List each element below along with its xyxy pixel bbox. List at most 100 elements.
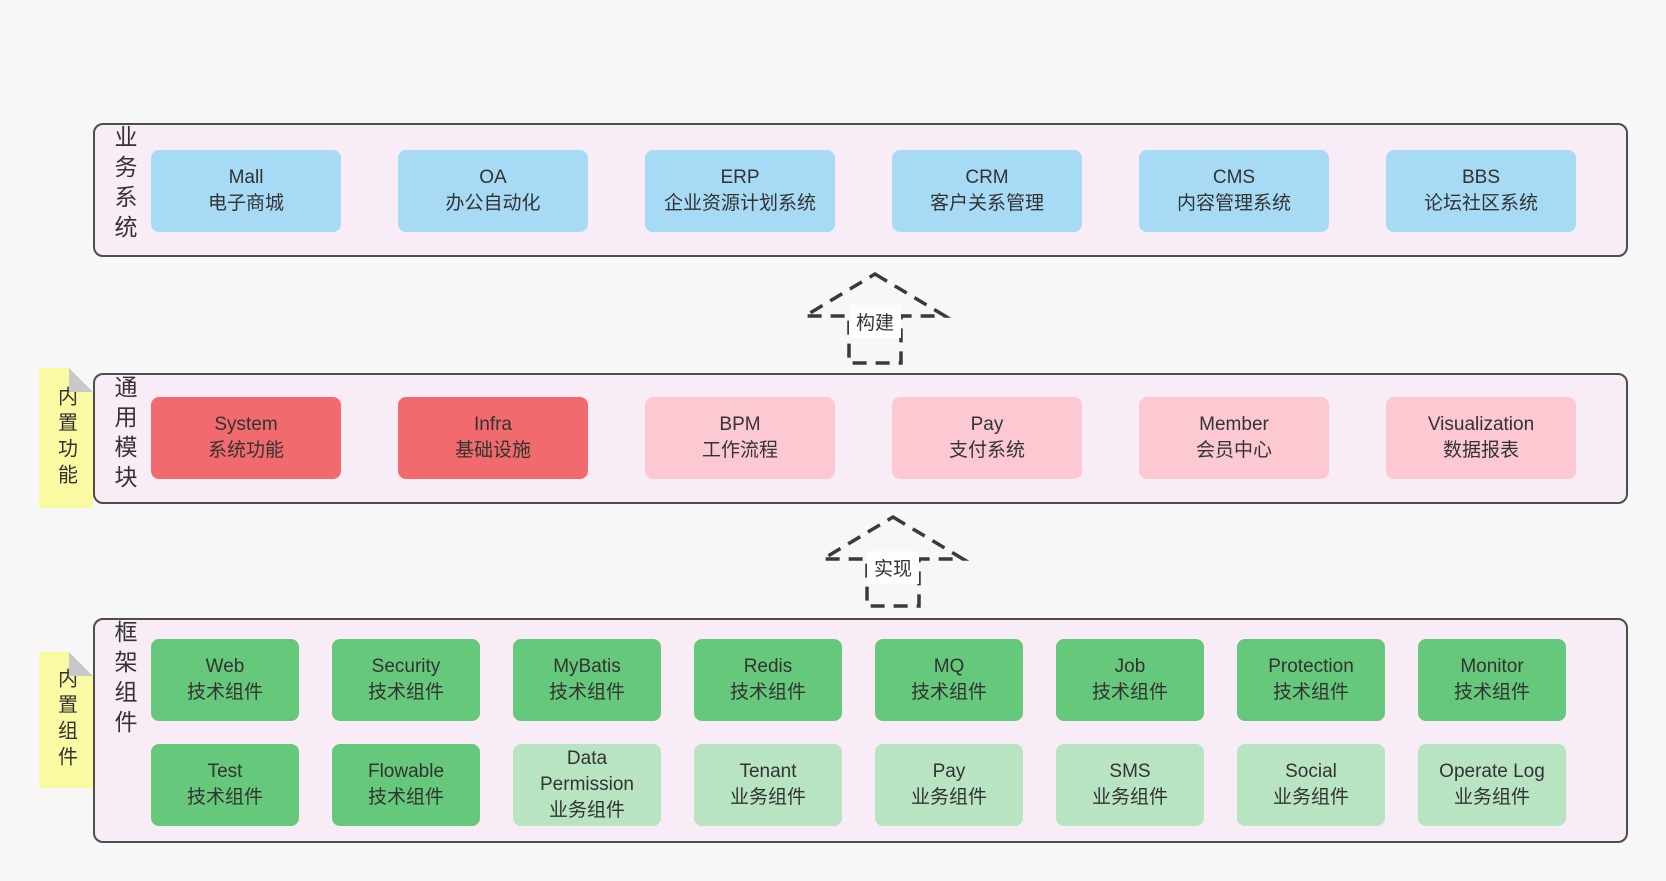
box-title: Visualization — [1427, 414, 1535, 435]
box-subtitle: 技术组件 — [186, 787, 263, 808]
diagram-box-mall: Mall 电子商城 — [151, 150, 341, 232]
arrow-implement-label: 实现 — [866, 551, 920, 584]
box-subtitle: 业务组件 — [729, 787, 806, 808]
box-title: Pay — [970, 414, 1004, 435]
box-subtitle: 技术组件 — [1272, 682, 1349, 703]
note-fold-corner-icon — [69, 652, 93, 676]
box-title: MQ — [933, 656, 965, 677]
box-title: ERP — [720, 167, 760, 188]
box-title: CRM — [965, 167, 1009, 188]
up-arrow-build-icon — [798, 271, 952, 365]
diagram-box-mybatis: MyBatis 技术组件 — [513, 639, 661, 721]
box-title: Social — [1285, 761, 1337, 782]
box-subtitle: 业务组件 — [1272, 787, 1349, 808]
diagram-box-cms: CMS 内容管理系统 — [1139, 150, 1329, 232]
box-subtitle: 内容管理系统 — [1176, 193, 1291, 214]
box-subtitle: 技术组件 — [367, 682, 444, 703]
box-title: BPM — [719, 414, 761, 435]
diagram-box-visualization: Visualization 数据报表 — [1386, 397, 1576, 479]
box-subtitle: 技术组件 — [1091, 682, 1168, 703]
box-title: Protection — [1268, 656, 1354, 677]
box-subtitle: 企业资源计划系统 — [663, 193, 816, 214]
diagram-box-bbs: BBS 论坛社区系统 — [1386, 150, 1576, 232]
box-title: Redis — [743, 656, 793, 677]
box-subtitle: 业务组件 — [548, 800, 625, 821]
box-subtitle: 技术组件 — [1453, 682, 1530, 703]
box-subtitle: 客户关系管理 — [929, 193, 1044, 214]
box-subtitle: 论坛社区系统 — [1423, 193, 1538, 214]
box-subtitle: 工作流程 — [701, 440, 778, 461]
box-title: Test — [207, 761, 243, 782]
diagram-box-erp: ERP 企业资源计划系统 — [645, 150, 835, 232]
up-arrow-implement-icon — [816, 514, 970, 608]
diagram-box-mq: MQ 技术组件 — [875, 639, 1023, 721]
sticky-note-built-in-features: 内置功能 — [39, 368, 93, 508]
sticky-note-built-in-features-label: 内置功能 — [54, 386, 77, 490]
layer-business-systems-label: 业务系统 — [111, 125, 137, 245]
box-subtitle: 技术组件 — [186, 682, 263, 703]
box-title: Job — [1114, 656, 1146, 677]
diagram-box-pay: Pay 支付系统 — [892, 397, 1082, 479]
box-title: Operate Log — [1439, 761, 1545, 782]
layer-framework-components-label: 框架组件 — [111, 620, 137, 740]
box-subtitle: 业务组件 — [910, 787, 987, 808]
layer-common-modules-label: 通用模块 — [111, 375, 137, 495]
box-subtitle: 办公自动化 — [445, 193, 541, 214]
box-title: CMS — [1212, 167, 1256, 188]
box-title: System — [214, 414, 278, 435]
box-subtitle: 技术组件 — [910, 682, 987, 703]
diagram-box-crm: CRM 客户关系管理 — [892, 150, 1082, 232]
diagram-box-member: Member 会员中心 — [1139, 397, 1329, 479]
diagram-box-job: Job 技术组件 — [1056, 639, 1204, 721]
arrow-build-label: 构建 — [848, 305, 902, 338]
box-subtitle: 会员中心 — [1195, 440, 1272, 461]
box-title: Flowable — [367, 761, 445, 782]
box-title: Tenant — [739, 761, 797, 782]
diagram-box-security: Security 技术组件 — [332, 639, 480, 721]
diagram-box-web: Web 技术组件 — [151, 639, 299, 721]
box-title: Data Permission — [540, 748, 634, 795]
box-subtitle: 支付系统 — [948, 440, 1025, 461]
box-subtitle: 技术组件 — [548, 682, 625, 703]
box-subtitle: 数据报表 — [1442, 440, 1519, 461]
diagram-box-protection: Protection 技术组件 — [1237, 639, 1385, 721]
box-title: Monitor — [1460, 656, 1524, 677]
box-subtitle: 技术组件 — [367, 787, 444, 808]
diagram-box-social: Social 业务组件 — [1237, 744, 1385, 826]
diagram-box-oa: OA 办公自动化 — [398, 150, 588, 232]
box-subtitle: 业务组件 — [1453, 787, 1530, 808]
diagram-box-bpm: BPM 工作流程 — [645, 397, 835, 479]
box-title: MyBatis — [553, 656, 621, 677]
box-title: Member — [1199, 414, 1269, 435]
layer-business-systems: 业务系统 Mall 电子商城 OA 办公自动化 ERP 企业资源计划系统 CRM 客户关系管理… — [93, 123, 1628, 257]
box-title: Mall — [228, 167, 264, 188]
diagram-box-operate-log: Operate Log 业务组件 — [1418, 744, 1566, 826]
sticky-note-built-in-components-label: 内置组件 — [54, 668, 77, 772]
box-title: Web — [205, 656, 245, 677]
diagram-box-pay: Pay 业务组件 — [875, 744, 1023, 826]
box-subtitle: 技术组件 — [729, 682, 806, 703]
diagram-box-system: System 系统功能 — [151, 397, 341, 479]
diagram-box-monitor: Monitor 技术组件 — [1418, 639, 1566, 721]
box-title: OA — [479, 167, 507, 188]
diagram-box-flowable: Flowable 技术组件 — [332, 744, 480, 826]
box-title: BBS — [1461, 167, 1501, 188]
box-subtitle: 电子商城 — [207, 193, 284, 214]
box-subtitle: 系统功能 — [207, 440, 284, 461]
diagram-box-tenant: Tenant 业务组件 — [694, 744, 842, 826]
box-subtitle: 业务组件 — [1091, 787, 1168, 808]
box-subtitle: 基础设施 — [454, 440, 531, 461]
diagram-box-test: Test 技术组件 — [151, 744, 299, 826]
diagram-box-data-permission: Data Permission 业务组件 — [513, 744, 661, 826]
box-title: Pay — [932, 761, 966, 782]
sticky-note-built-in-components: 内置组件 — [39, 652, 93, 788]
business-systems-row: Mall 电子商城 OA 办公自动化 ERP 企业资源计划系统 CRM 客户关系管理 CMS 内容… — [151, 150, 1576, 232]
note-fold-corner-icon — [69, 368, 93, 392]
diagram-box-redis: Redis 技术组件 — [694, 639, 842, 721]
box-title: Security — [371, 656, 441, 677]
